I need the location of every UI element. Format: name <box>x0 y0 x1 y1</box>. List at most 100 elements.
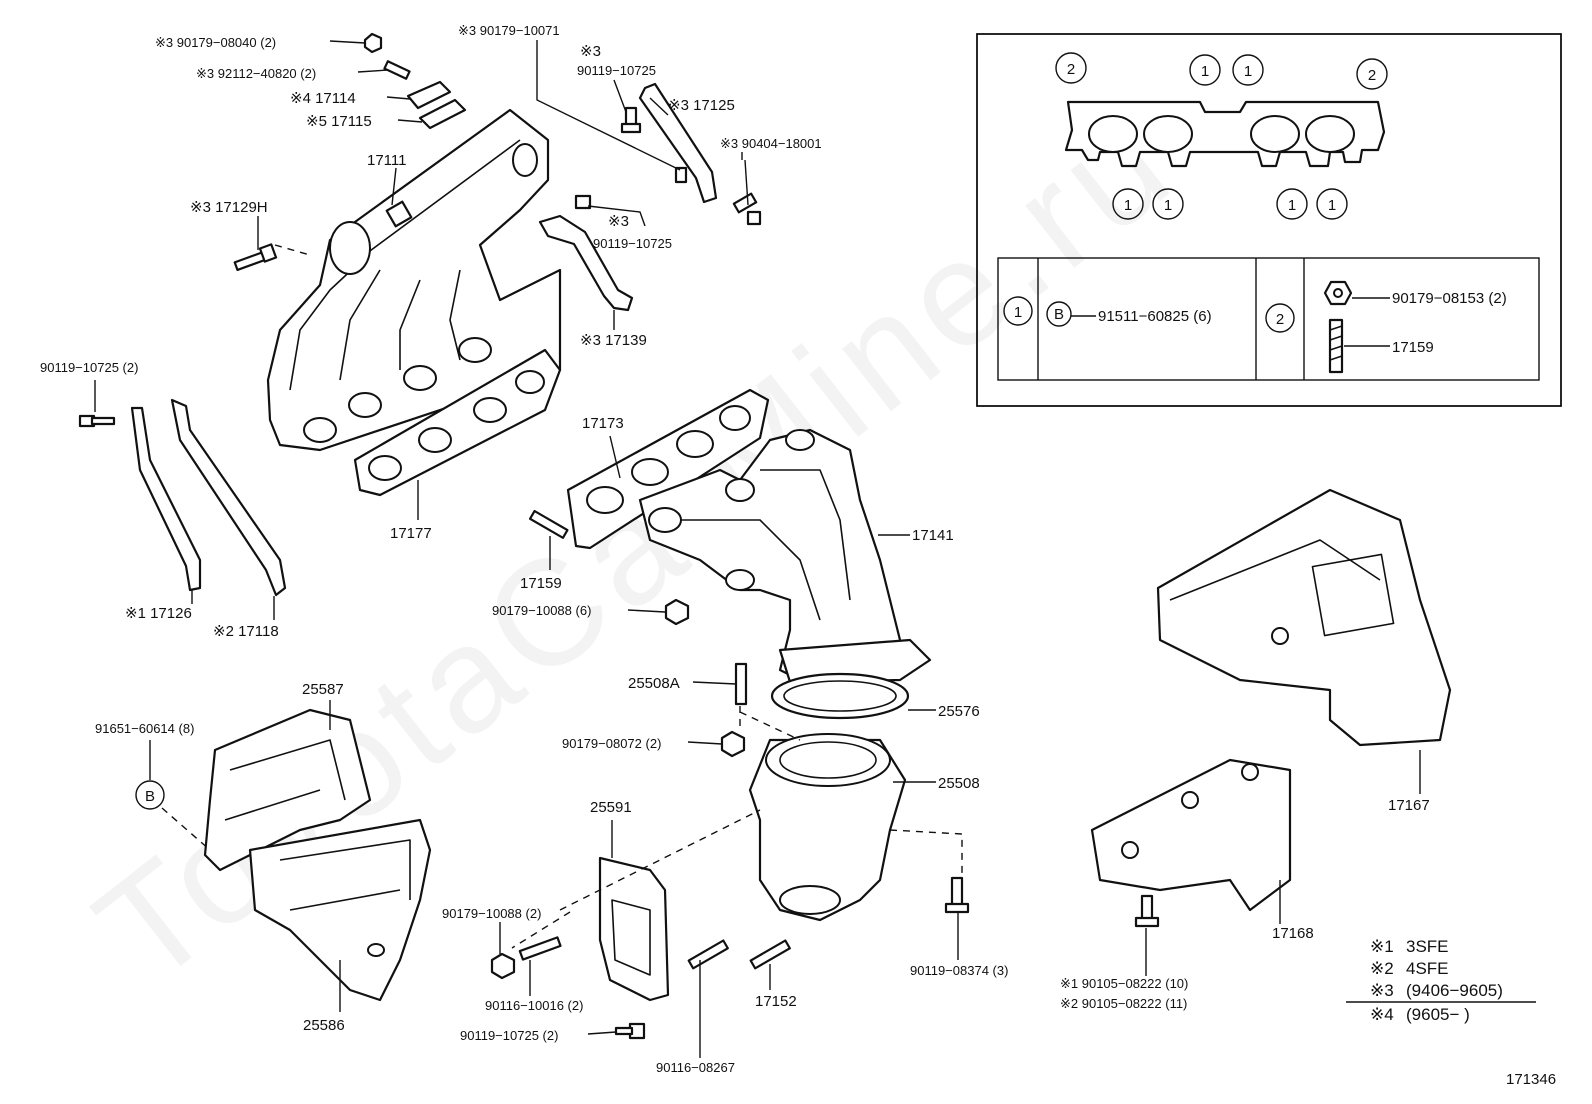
table-marker-B: B <box>1046 301 1072 327</box>
stay-17139 <box>538 214 634 312</box>
label-17111: 17111 <box>367 152 407 169</box>
label-90119-10725-2: 90119−10725 (2) <box>40 360 138 375</box>
label-17126: ※1 17126 <box>125 605 192 622</box>
label-25587: 25587 <box>302 681 344 698</box>
insulator-17167 <box>1156 488 1452 747</box>
label-90119-10725-b: 90119−10725 <box>593 236 672 251</box>
label-17129H: ※3 17129H <box>190 199 268 216</box>
bracket-25591 <box>598 856 670 1002</box>
label-90116-08267: 90116−08267 <box>656 1060 735 1075</box>
stud-17152 <box>749 939 791 970</box>
legend-text-4: (9605− ) <box>1406 1005 1470 1024</box>
label-90179-08153: 90179−08153 (2) <box>1392 290 1507 307</box>
marker-1-top-a: 1 <box>1189 54 1221 86</box>
marker-1-top-b: 1 <box>1232 54 1264 86</box>
legend-text-3: (9406−9605) <box>1406 981 1503 1000</box>
marker-1-bottom-d: 1 <box>1316 188 1348 220</box>
marker-2-top-right: 2 <box>1356 58 1388 90</box>
svg-text:1: 1 <box>1201 63 1209 80</box>
gasket-17115 <box>418 98 467 130</box>
bolt-90119-08374 <box>944 876 970 914</box>
legend-text-2: 4SFE <box>1406 959 1449 978</box>
label-25508: 25508 <box>938 775 980 792</box>
exhaust-gasket-17173 <box>566 388 770 550</box>
svg-text:2: 2 <box>1067 61 1075 78</box>
bolt-90404-18001 <box>732 192 762 226</box>
legend-mark-2: ※2 <box>1370 959 1394 978</box>
svg-text:1: 1 <box>1328 197 1336 214</box>
bolt-92112-40820 <box>383 60 411 80</box>
gasket-17177 <box>353 348 562 497</box>
marker-2-top-left: 2 <box>1055 52 1087 84</box>
stud-17159 <box>528 509 569 539</box>
label-mark3-a: ※3 <box>580 43 601 60</box>
legend-mark-3: ※3 <box>1370 981 1394 1000</box>
label-17118: ※2 17118 <box>213 623 279 640</box>
marker-1-bottom-a: 1 <box>1112 188 1144 220</box>
legend-text-1: 3SFE <box>1406 937 1449 956</box>
insulator-25586 <box>248 818 432 1002</box>
stay-17118 <box>170 398 287 597</box>
label-17152: 17152 <box>755 993 797 1010</box>
stud-90116-10016 <box>518 936 562 961</box>
gasket-17114 <box>406 80 452 110</box>
label-90179-10088-2: 90179−10088 (2) <box>442 906 541 921</box>
label-90105-08222-11: ※2 90105−08222 (11) <box>1060 996 1187 1011</box>
bolt-90119-10725-b <box>574 194 592 210</box>
bolt-90119-10725-a <box>620 106 642 134</box>
marker-B-main: B <box>135 780 165 810</box>
nut-90179-08072 <box>720 730 746 758</box>
svg-text:B: B <box>1054 306 1064 323</box>
svg-text:2: 2 <box>1276 311 1284 328</box>
label-90119-08374: 90119−08374 (3) <box>910 963 1008 978</box>
label-17139: ※3 17139 <box>580 332 647 349</box>
svg-text:1: 1 <box>1244 63 1252 80</box>
svg-text:B: B <box>145 788 155 805</box>
svg-text:1: 1 <box>1124 197 1132 214</box>
svg-text:2: 2 <box>1368 67 1376 84</box>
insulator-25587 <box>203 708 372 872</box>
stay-17125 <box>638 82 718 204</box>
stud-25508A <box>734 662 748 706</box>
label-92112-40820: ※3 92112−40820 (2) <box>196 66 316 81</box>
label-90179-10071: ※3 90179−10071 <box>458 23 560 38</box>
label-17173: 17173 <box>582 415 624 432</box>
label-17159: 17159 <box>520 575 562 592</box>
legend-mark-4: ※4 <box>1370 1005 1394 1024</box>
marker-1-bottom-c: 1 <box>1276 188 1308 220</box>
label-90116-10016: 90116−10016 (2) <box>485 998 583 1013</box>
svg-text:1: 1 <box>1164 197 1172 214</box>
label-25586: 25586 <box>303 1017 345 1034</box>
label-17177: 17177 <box>390 525 432 542</box>
label-17141: 17141 <box>912 527 954 544</box>
stud-90116-08267 <box>687 939 729 970</box>
label-90105-08222-10: ※1 90105−08222 (10) <box>1060 976 1188 991</box>
label-25508A: 25508A <box>628 675 680 692</box>
label-17168: 17168 <box>1272 925 1314 942</box>
legend: ※1 3SFE ※2 4SFE ※3 (9406−9605) ※4 (9605−… <box>1346 937 1536 1024</box>
nut-90179-10088-6 <box>664 598 690 626</box>
insulator-17168 <box>1090 758 1292 912</box>
label-25591: 25591 <box>590 799 632 816</box>
label-90119-10725-2b: 90119−10725 (2) <box>460 1028 558 1043</box>
bolt-90119-10725-2 <box>78 414 116 428</box>
bolt-90179-10071 <box>674 166 688 184</box>
gasket-detail-inset: 2 1 1 2 1 1 1 1 1 B 91511−60825 (6) 2 90… <box>976 33 1562 407</box>
label-90179-10088-6: 90179−10088 (6) <box>492 603 591 618</box>
label-17159-inset: 17159 <box>1392 339 1434 356</box>
bolt-17129H <box>233 243 278 272</box>
converter-25508 <box>748 733 907 922</box>
marker-1-bottom-b: 1 <box>1152 188 1184 220</box>
leader-lines <box>94 40 1421 1058</box>
exhaust-manifold-17141 <box>638 428 932 692</box>
gasket-25576 <box>770 672 910 720</box>
diagram-id: 171346 <box>1506 1071 1556 1088</box>
nut-90179-08040 <box>363 32 383 54</box>
svg-text:1: 1 <box>1014 304 1022 321</box>
table-marker-2: 2 <box>1265 303 1295 333</box>
label-90179-08072: 90179−08072 (2) <box>562 736 661 751</box>
label-25576: 25576 <box>938 703 980 720</box>
label-17125: ※3 17125 <box>668 97 735 114</box>
legend-mark-1: ※1 <box>1370 937 1394 956</box>
